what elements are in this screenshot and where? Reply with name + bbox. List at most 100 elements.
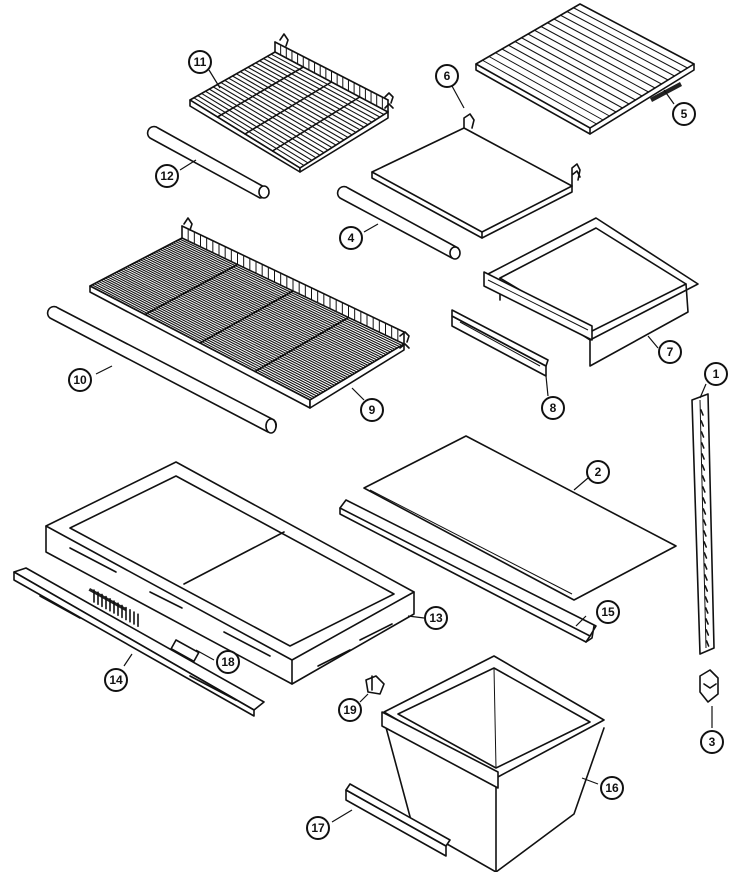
callout-14: 14 <box>104 668 128 692</box>
shelf-rib <box>495 52 610 117</box>
panel-slot <box>189 675 237 701</box>
drawer-handle <box>451 309 549 377</box>
shelf-crossbar <box>199 290 294 344</box>
shelf-rib <box>521 37 636 101</box>
callout-10: 10 <box>68 368 92 392</box>
tray-slot <box>317 649 351 667</box>
svg-text:2: 2 <box>595 465 602 479</box>
trim-rod-long <box>46 305 278 434</box>
callout-5: 5 <box>672 102 696 126</box>
tray-slot <box>223 631 271 657</box>
shelf-rib <box>527 33 643 97</box>
meat-keeper-tray <box>45 461 415 685</box>
drawer-front-panel <box>13 567 265 717</box>
rail-slot <box>700 431 705 438</box>
callout-2: 2 <box>586 460 610 484</box>
shelf-rib <box>573 7 688 69</box>
drawer-handle-bottom <box>345 783 451 857</box>
tray-slot <box>359 623 393 641</box>
callout-12: 12 <box>155 164 179 188</box>
shelf-crossbar <box>144 263 239 316</box>
svg-text:7: 7 <box>667 345 674 359</box>
callout-13: 13 <box>424 606 448 630</box>
rail-slot <box>704 585 709 592</box>
callout-4: 4 <box>339 226 363 250</box>
rail-slot <box>705 640 710 647</box>
callout-11: 11 <box>188 50 212 74</box>
svg-text:4: 4 <box>348 231 355 245</box>
callout-leaders <box>95 69 713 823</box>
trim-rod-small <box>146 125 270 199</box>
callout-18: 18 <box>216 650 240 674</box>
glass-panel <box>363 435 677 601</box>
tray-clip <box>365 675 385 695</box>
callout-15: 15 <box>596 600 620 624</box>
tray-slot <box>69 547 117 573</box>
rail-slot <box>703 552 708 559</box>
svg-text:18: 18 <box>221 655 235 669</box>
svg-text:5: 5 <box>681 107 688 121</box>
svg-text:8: 8 <box>550 401 557 415</box>
rail-slot <box>702 519 707 526</box>
side-rail <box>691 393 715 655</box>
rail-slot <box>705 629 710 636</box>
callout-17: 17 <box>306 816 330 840</box>
callout-1: 1 <box>704 362 728 386</box>
shelf-crossbar <box>244 81 333 135</box>
svg-text:17: 17 <box>311 821 325 835</box>
callout-8: 8 <box>541 396 565 420</box>
rail-slot <box>703 541 707 548</box>
rail-slot <box>704 607 709 614</box>
shelf-rib <box>534 29 649 93</box>
rail-slot <box>701 453 705 460</box>
svg-text:10: 10 <box>73 373 87 387</box>
rail-slot <box>702 486 706 493</box>
svg-text:16: 16 <box>605 781 619 795</box>
shelf-rib <box>540 26 656 89</box>
shelf-rib <box>566 11 682 73</box>
shelf-rib <box>488 56 604 121</box>
rail-slot <box>700 420 705 427</box>
rail-slot <box>701 475 706 482</box>
shelf-crossbar <box>216 66 305 118</box>
callout-16: 16 <box>600 776 624 800</box>
rail-slot <box>704 574 708 581</box>
shelf-crossbar <box>254 316 350 373</box>
rail-slot <box>700 409 704 416</box>
shelf-rib <box>553 18 669 81</box>
rail-slot <box>703 563 708 570</box>
callout-3: 3 <box>700 730 724 754</box>
wire-shelf-small <box>189 33 394 173</box>
svg-text:1: 1 <box>713 367 720 381</box>
svg-text:14: 14 <box>109 673 123 687</box>
panel-slot <box>39 595 81 619</box>
wire-shelf-large <box>89 217 410 409</box>
svg-text:13: 13 <box>429 611 443 625</box>
tray-slot <box>149 591 183 609</box>
shelf-rib <box>514 41 630 105</box>
trim-rod-medium <box>336 185 461 260</box>
rail-slot <box>701 464 706 471</box>
crisper-drawer-small <box>483 217 699 367</box>
shelf-rib <box>547 22 662 85</box>
shelf-rib <box>501 48 617 113</box>
shelf-frame <box>371 113 581 239</box>
svg-text:3: 3 <box>709 735 716 749</box>
callout-6: 6 <box>435 64 459 88</box>
rail-clip <box>699 669 719 703</box>
rail-slot <box>700 442 705 449</box>
svg-text:9: 9 <box>369 403 376 417</box>
callout-7: 7 <box>658 340 682 364</box>
shelf-crossbar <box>271 96 361 152</box>
shelf-rib <box>482 59 597 125</box>
crisper-drawer-large <box>381 655 605 872</box>
rail-slot <box>703 530 707 537</box>
shelf-rib <box>560 14 675 77</box>
svg-text:15: 15 <box>601 605 615 619</box>
shelf-rib <box>508 44 623 109</box>
svg-text:11: 11 <box>194 55 207 69</box>
front-trim-long <box>339 499 597 643</box>
rail-slot <box>702 508 707 515</box>
svg-text:6: 6 <box>444 69 451 83</box>
